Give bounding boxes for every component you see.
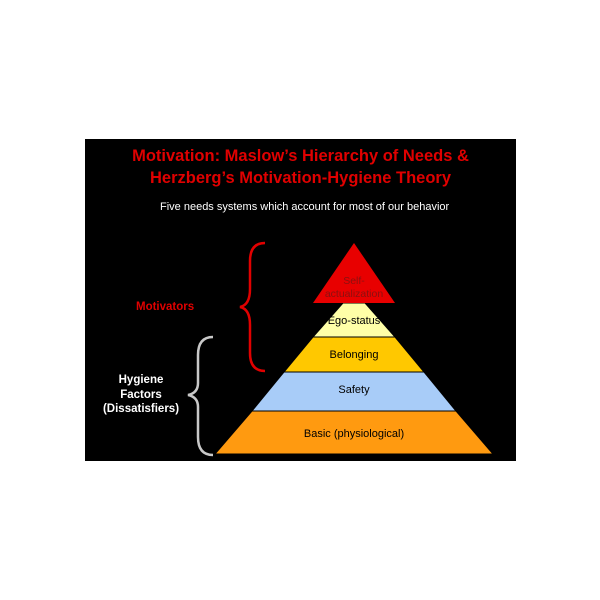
level-label-belonging: Belonging <box>330 349 379 361</box>
level-label-safety: Safety <box>338 384 370 396</box>
slide-title: Motivation: Maslow’s Hierarchy of Needs … <box>85 145 516 189</box>
level-label-self-line2: actualization <box>325 288 384 300</box>
title-line-2: Herzberg’s Motivation-Hygiene Theory <box>149 169 452 187</box>
hygiene-factors-label: Hygiene Factors (Dissatisfiers) <box>95 373 187 417</box>
motivators-brace <box>239 241 266 373</box>
motivators-label: Motivators <box>136 301 195 313</box>
title-line-1: Motivation: Maslow’s Hierarchy of Needs … <box>132 147 469 165</box>
hygiene-label-line2: Factors <box>120 388 162 401</box>
hygiene-label-line3: (Dissatisfiers) <box>102 403 180 415</box>
level-label-self-line1: Self- <box>343 275 365 287</box>
hierarchy-pyramid: Self- actualization Ego-status Belonging… <box>187 241 495 457</box>
slide-subtitle: Five needs systems which account for mos… <box>160 201 450 213</box>
slide: Motivation: Maslow’s Hierarchy of Needs … <box>85 139 516 461</box>
hygiene-label-line1: Hygiene <box>118 374 164 386</box>
level-label-ego-status: Ego-status <box>328 315 381 327</box>
pyramid-level-self-actualization-fill <box>313 243 395 303</box>
level-label-basic: Basic (physiological) <box>304 428 404 440</box>
hygiene-brace <box>187 335 214 457</box>
